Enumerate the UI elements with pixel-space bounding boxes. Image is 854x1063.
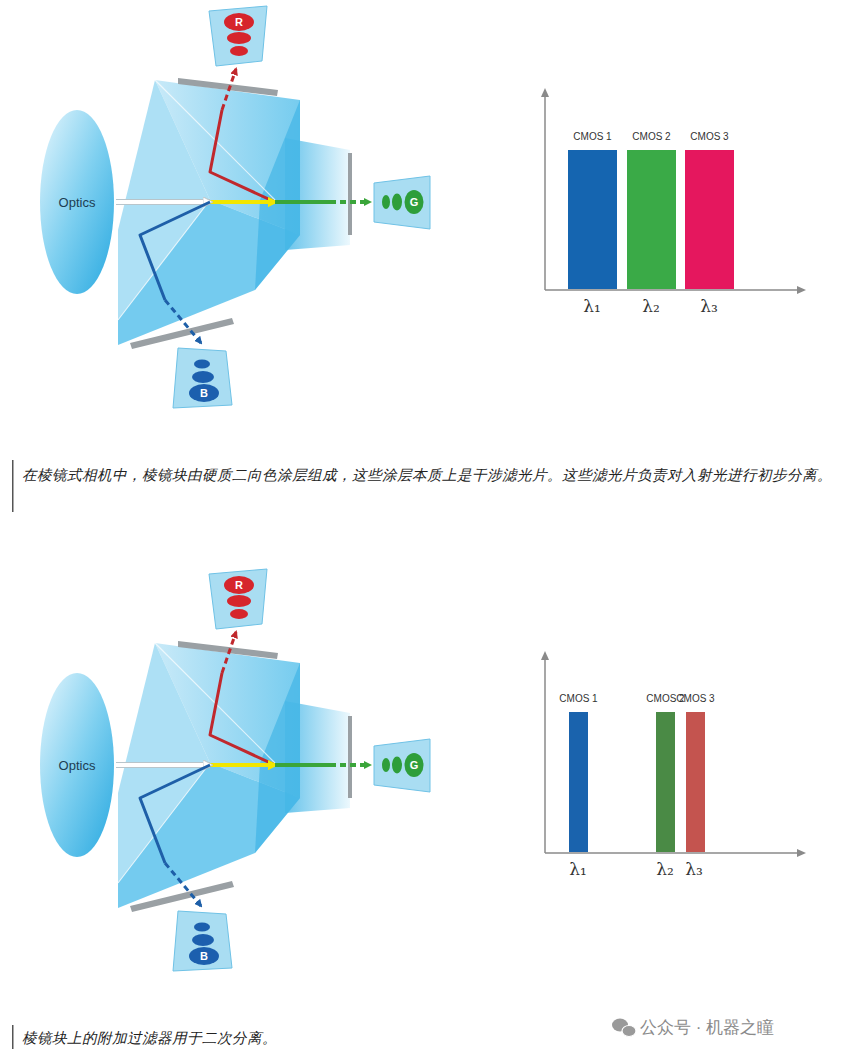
image-sensor: B: [170, 345, 236, 410]
image-sensor: B: [170, 908, 236, 973]
sensor-shape: [170, 345, 236, 410]
light-ray: [116, 202, 370, 203]
image-sensor: R: [205, 568, 271, 630]
sensor-name: CMOS 1: [573, 131, 611, 142]
figure-caption: 在棱镜式相机中，棱镜块由硬质二向色涂层组成，这些涂层本质上是干涉滤光片。这些滤光…: [22, 465, 848, 485]
sensor-shape: [372, 175, 432, 230]
spectrum-bar: CMOS 3: [685, 150, 734, 289]
light-ray: [116, 765, 210, 906]
channel-letter: G: [410, 760, 419, 771]
optics-lens: Optics: [40, 673, 114, 857]
sensor-shape: [205, 568, 271, 630]
sensor-name: CMOS 3: [690, 131, 728, 142]
wavelength-label: λ₃: [700, 296, 718, 316]
wavelength-label: λ₂: [642, 296, 660, 316]
light-ray: [116, 765, 370, 766]
wavelength-label: λ₁: [583, 296, 601, 316]
image-sensor: G: [372, 175, 432, 230]
image-sensor: R: [205, 5, 271, 67]
image-sensor: G: [372, 738, 432, 793]
channel-letter: B: [200, 951, 208, 962]
spectrum-bar: CMOS 2: [627, 150, 676, 289]
light-ray: [116, 202, 210, 343]
spectrum-bar: CMOS 1: [568, 150, 617, 289]
channel-letter: R: [235, 580, 243, 591]
lens-label: Optics: [59, 195, 96, 210]
sensor-shape: [170, 908, 236, 973]
spectrum-bar: CMOS 1: [569, 712, 588, 852]
wavelength-label: λ₃: [685, 859, 703, 879]
sensor-shape: [205, 5, 271, 67]
light-ray: [116, 69, 275, 202]
spectrum-bar: CMOS 3: [686, 712, 705, 852]
channel-letter: B: [200, 388, 208, 399]
channel-letter: R: [235, 17, 243, 28]
lens-label: Optics: [59, 758, 96, 773]
wavelength-label: λ₂: [656, 859, 674, 879]
channel-letter: G: [410, 197, 419, 208]
optics-lens: Optics: [40, 110, 114, 294]
light-ray: [116, 632, 275, 765]
sensor-name: CMOS 1: [559, 693, 597, 704]
wavelength-label: λ₁: [569, 859, 587, 879]
watermark: 公众号 · 机器之瞳: [640, 1016, 774, 1039]
sensor-shape: [372, 738, 432, 793]
sensor-name: CMOS 2: [632, 131, 670, 142]
sensor-name: CMOS 3: [676, 693, 714, 704]
spectrum-bar: CMOS 2: [656, 712, 675, 852]
